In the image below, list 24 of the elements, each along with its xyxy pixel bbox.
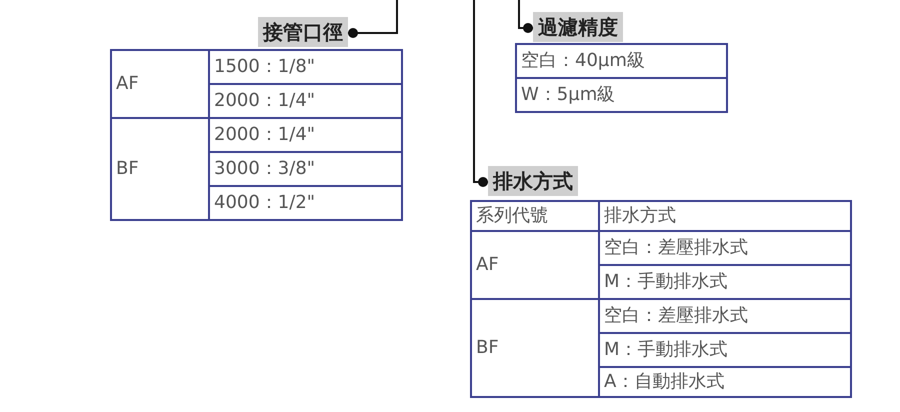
table-cell: 4000：1/2" xyxy=(209,186,402,220)
table-cell: BF xyxy=(111,118,209,220)
heading-tag: 接管口徑 xyxy=(258,17,348,47)
table-cell: BF xyxy=(471,299,599,397)
table-cell: M：手動排水式 xyxy=(599,333,851,367)
table-cell: 空白：差壓排水式 xyxy=(599,231,851,265)
table-cell: 2000：1/4" xyxy=(209,84,402,118)
leader-line xyxy=(518,0,533,33)
table-cell: A：自動排水式 xyxy=(599,367,851,397)
heading-tag: 過濾精度 xyxy=(533,12,623,42)
heading-tag: 排水方式 xyxy=(488,166,578,196)
table-cell: 排水方式 xyxy=(599,201,851,231)
table-cell: W：5μm級 xyxy=(516,78,727,112)
leader-line xyxy=(348,0,398,38)
table-cell: 3000：3/8" xyxy=(209,152,402,186)
table-cell: AF xyxy=(111,50,209,118)
table-cell: 系列代號 xyxy=(471,201,599,231)
table-cell: M：手動排水式 xyxy=(599,265,851,299)
table-cell: 空白：差壓排水式 xyxy=(599,299,851,333)
table-cell: 1500：1/8" xyxy=(209,50,402,84)
table-cell: 2000：1/4" xyxy=(209,118,402,152)
table-cell: AF xyxy=(471,231,599,299)
leader-line xyxy=(473,0,488,187)
table-cell: 空白：40μm級 xyxy=(516,44,727,78)
